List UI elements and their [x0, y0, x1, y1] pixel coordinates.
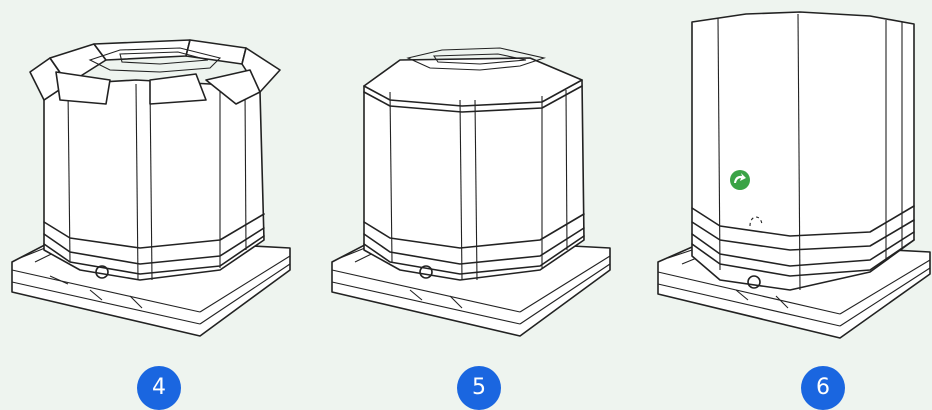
octabin-body: [363, 47, 585, 281]
recycle-arrows-icon: [730, 170, 750, 190]
step-4: 4: [10, 0, 310, 410]
octabin-extended-sleeve-illustration: [657, 11, 931, 339]
step-badge-5: 5: [457, 366, 501, 410]
step-badge-4: 4: [137, 366, 181, 410]
octabin-body: [691, 11, 915, 291]
step-5: 5: [330, 0, 630, 410]
step-badge-6: 6: [801, 366, 845, 410]
octabin-body: [43, 79, 265, 281]
step-6: 6: [650, 0, 932, 410]
octabin-open-flaps-illustration: [11, 39, 291, 337]
open-top-flaps: [29, 39, 281, 105]
octabin-closed-top-illustration: [331, 47, 611, 337]
